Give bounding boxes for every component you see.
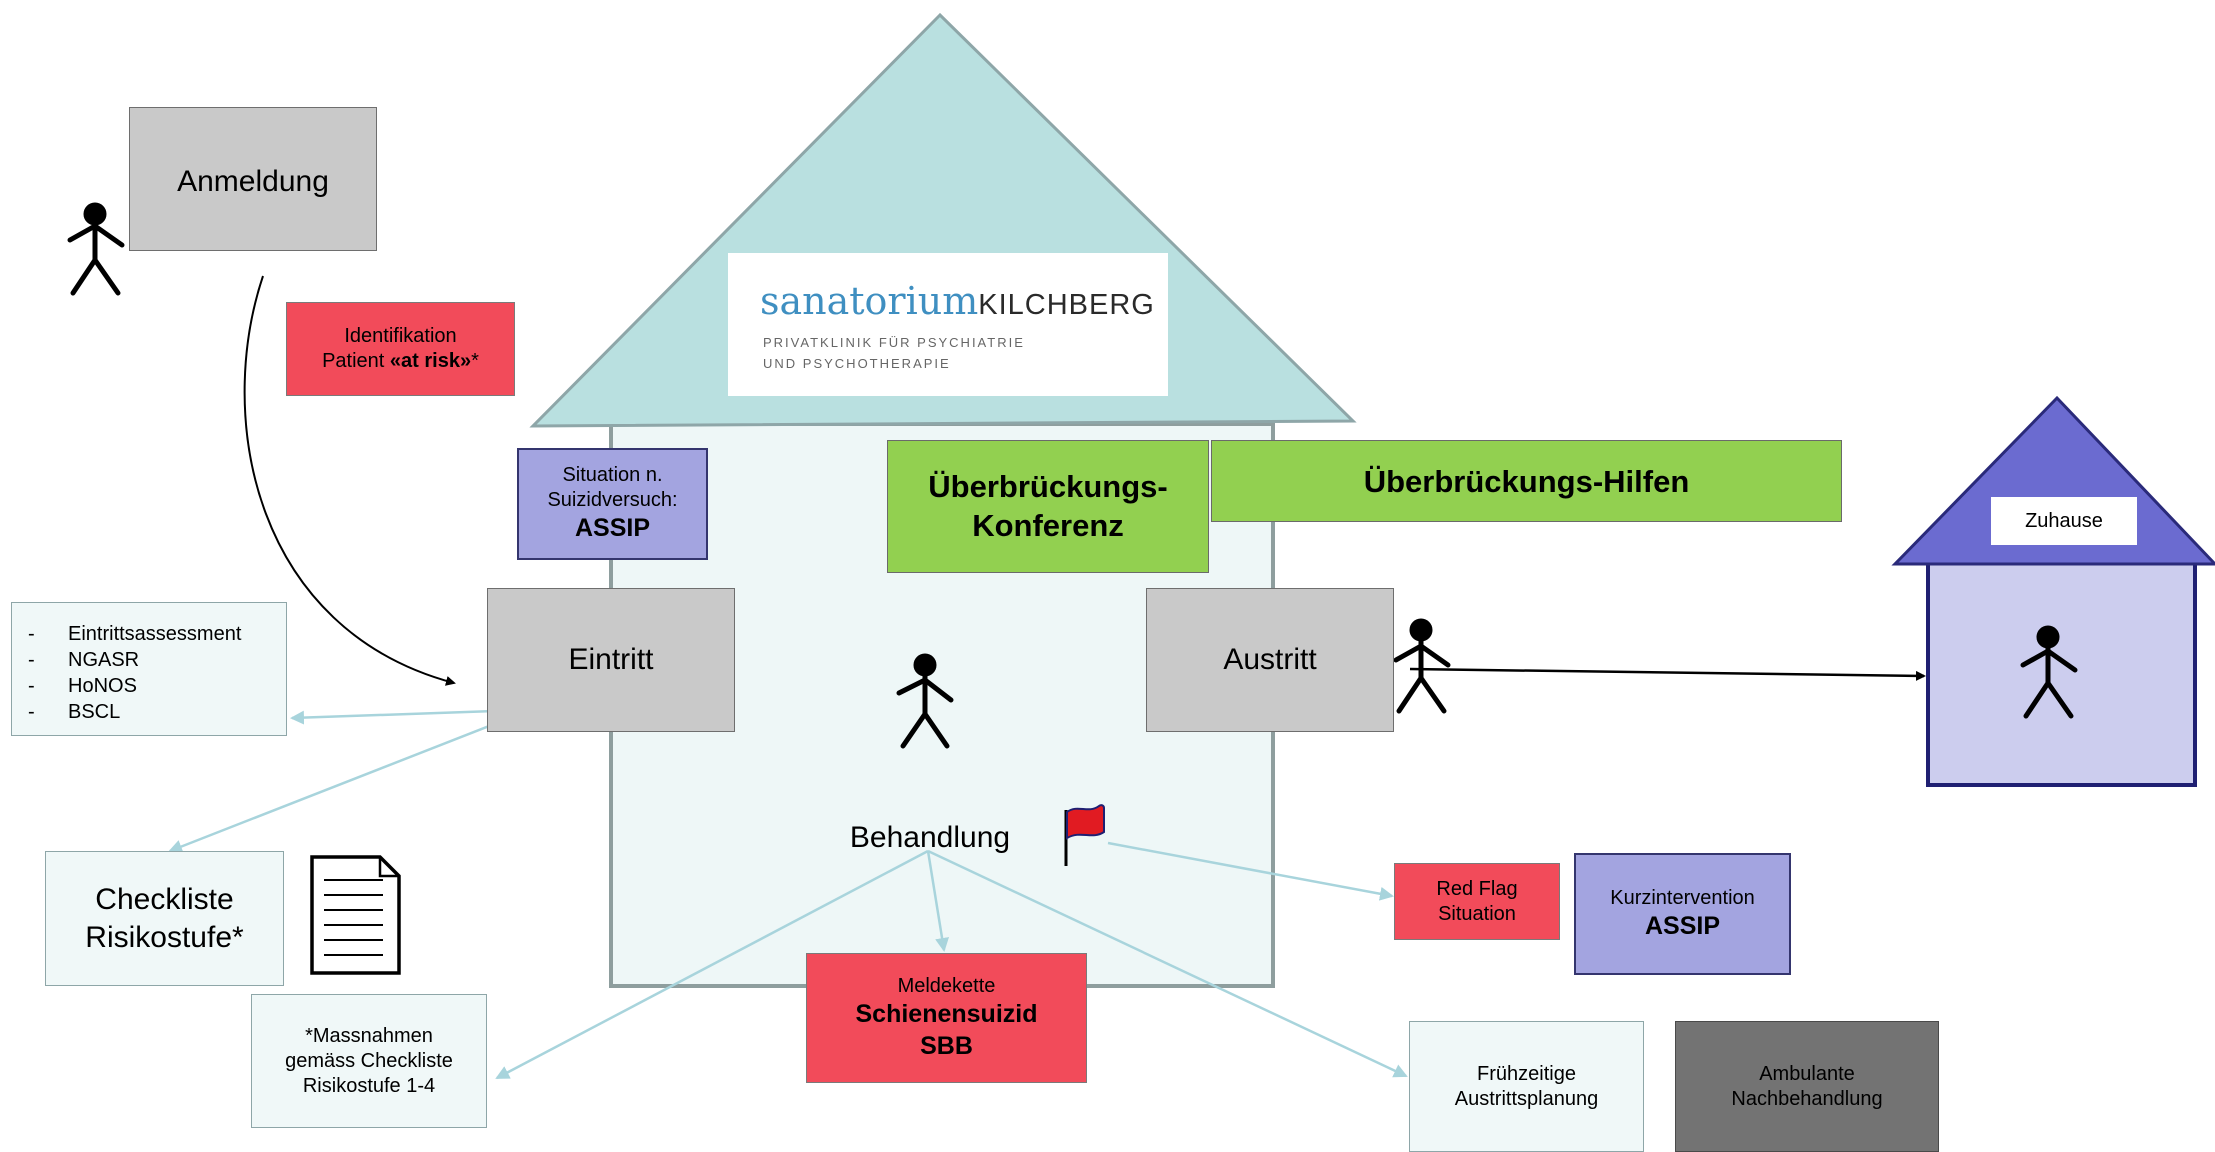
arrow-eintritt-to-checkliste xyxy=(168,710,526,854)
meldekette-box: Meldekette Schienensuizid SBB xyxy=(806,953,1087,1083)
logo-subtitle-line1: PRIVATKLINIK FÜR PSYCHIATRIE xyxy=(763,335,1025,350)
stick-figure-icon xyxy=(896,653,954,749)
anmeldung-label: Anmeldung xyxy=(177,165,329,198)
behandlung-label-box: Behandlung xyxy=(820,813,1040,863)
identifikation-at-risk: «at risk» xyxy=(389,350,472,372)
zuhause-label: Zuhause xyxy=(2025,509,2103,532)
meldekette-line3: SBB xyxy=(920,1031,973,1060)
arrow-austritt-to-home xyxy=(1409,667,1926,681)
assessment-list: - Eintrittsassessment - NGASR - HoNOS - BSCL xyxy=(11,602,287,736)
situation-box: Situation n. Suizidversuch: ASSIP xyxy=(517,448,708,560)
list-marker: - xyxy=(28,623,35,645)
situation-assip: ASSIP xyxy=(574,514,651,543)
logo-subtitle-line2: UND PSYCHOTHERAPIE xyxy=(763,356,951,371)
arrow-flag-to-redflag xyxy=(1107,841,1394,901)
identifikation-line2: Patient «at risk»* xyxy=(322,349,479,374)
fruehzeitige-line1: Frühzeitige xyxy=(1477,1062,1576,1085)
massnahmen-line1: *Massnahmen xyxy=(305,1024,433,1047)
ambulante-box: Ambulante Nachbehandlung xyxy=(1675,1021,1939,1152)
list-item-label: HoNOS xyxy=(68,675,137,697)
behandlung-label: Behandlung xyxy=(849,821,1011,855)
list-marker: - xyxy=(28,701,35,723)
checkliste-line1: Checkliste xyxy=(95,883,234,916)
ambulante-line1: Ambulante xyxy=(1759,1062,1855,1085)
stick-figure-icon xyxy=(1393,618,1451,714)
kurzintervention-assip: ASSIP xyxy=(1644,911,1721,940)
identifikation-prefix: Patient xyxy=(322,350,390,372)
konferenz-line1: Überbrückungs- xyxy=(928,468,1168,504)
home-house-body xyxy=(1926,561,2197,787)
checkliste-box: Checkliste Risikostufe* xyxy=(45,851,284,986)
fruehzeitige-line2: Austrittsplanung xyxy=(1454,1087,1599,1110)
konferenz-line2: Konferenz xyxy=(972,507,1124,543)
arrow-behandlung-to-massnahmen xyxy=(495,849,929,1080)
list-item: - Eintrittsassessment xyxy=(28,621,276,647)
clinic-logo: sanatoriumKILCHBERG PRIVATKLINIK FÜR PSY… xyxy=(728,253,1168,396)
redflag-line2: Situation xyxy=(1438,902,1516,925)
meldekette-line1: Meldekette xyxy=(897,975,996,998)
list-item-label: BSCL xyxy=(68,701,121,723)
list-item: - HoNOS xyxy=(28,673,276,699)
logo-name-part2: KILCHBERG xyxy=(978,289,1155,321)
anmeldung-box: Anmeldung xyxy=(129,107,377,251)
kurzintervention-box: Kurzintervention ASSIP xyxy=(1574,853,1791,975)
austritt-label: Austritt xyxy=(1223,643,1317,677)
list-item: - NGASR xyxy=(28,647,276,673)
situation-line1: Situation n. xyxy=(562,464,663,487)
situation-line2: Suizidversuch: xyxy=(547,489,678,512)
logo-name-part1: sanatorium xyxy=(760,279,979,323)
stick-figure-icon xyxy=(2020,625,2078,719)
list-item-label: Eintrittsassessment xyxy=(68,623,242,645)
konferenz-box: Überbrückungs- Konferenz xyxy=(887,440,1209,573)
red-flag-icon xyxy=(1064,804,1105,866)
arrow-eintritt-to-list xyxy=(290,708,526,725)
massnahmen-line3: Risikostufe 1-4 xyxy=(302,1074,436,1097)
massnahmen-line2: gemäss Checkliste xyxy=(285,1049,453,1072)
kurzintervention-line1: Kurzintervention xyxy=(1610,886,1755,909)
checkliste-line2: Risikostufe* xyxy=(85,920,244,954)
fruehzeitige-box: Frühzeitige Austrittsplanung xyxy=(1409,1021,1644,1152)
identifikation-line1: Identifikation xyxy=(344,325,457,347)
austritt-box: Austritt xyxy=(1146,588,1394,732)
list-marker: - xyxy=(28,649,35,671)
eintritt-box: Eintritt xyxy=(487,588,735,732)
eintritt-label: Eintritt xyxy=(568,643,654,677)
list-marker: - xyxy=(28,675,35,697)
hilfen-label: Überbrückungs-Hilfen xyxy=(1363,464,1690,499)
hilfen-box: Überbrückungs-Hilfen xyxy=(1211,440,1842,522)
zuhause-label-box: Zuhause xyxy=(1991,497,2137,545)
list-item-label: NGASR xyxy=(68,649,140,671)
arrow-anmeldung-to-eintritt xyxy=(243,275,456,686)
logo-subtitle: PRIVATKLINIK FÜR PSYCHIATRIE UND PSYCHOT… xyxy=(763,332,1025,374)
arrow-behandlung-to-meldekette xyxy=(926,850,949,952)
identifikation-asterisk: * xyxy=(471,350,479,372)
arrow-behandlung-to-fruehzeitige xyxy=(927,849,1408,1078)
list-item: - BSCL xyxy=(28,699,276,725)
massnahmen-box: *Massnahmen gemäss Checkliste Risikostuf… xyxy=(251,994,487,1128)
stick-figure-icon xyxy=(67,202,125,296)
identifikation-box: Identifikation Patient «at risk»* xyxy=(286,302,515,396)
meldekette-line2: Schienensuizid xyxy=(855,1000,1038,1029)
document-icon xyxy=(310,855,401,975)
logo-wordmark: sanatoriumKILCHBERG xyxy=(760,279,1155,323)
redflag-line1: Red Flag xyxy=(1436,877,1518,900)
ambulante-line2: Nachbehandlung xyxy=(1731,1087,1883,1110)
redflag-box: Red Flag Situation xyxy=(1394,863,1560,940)
